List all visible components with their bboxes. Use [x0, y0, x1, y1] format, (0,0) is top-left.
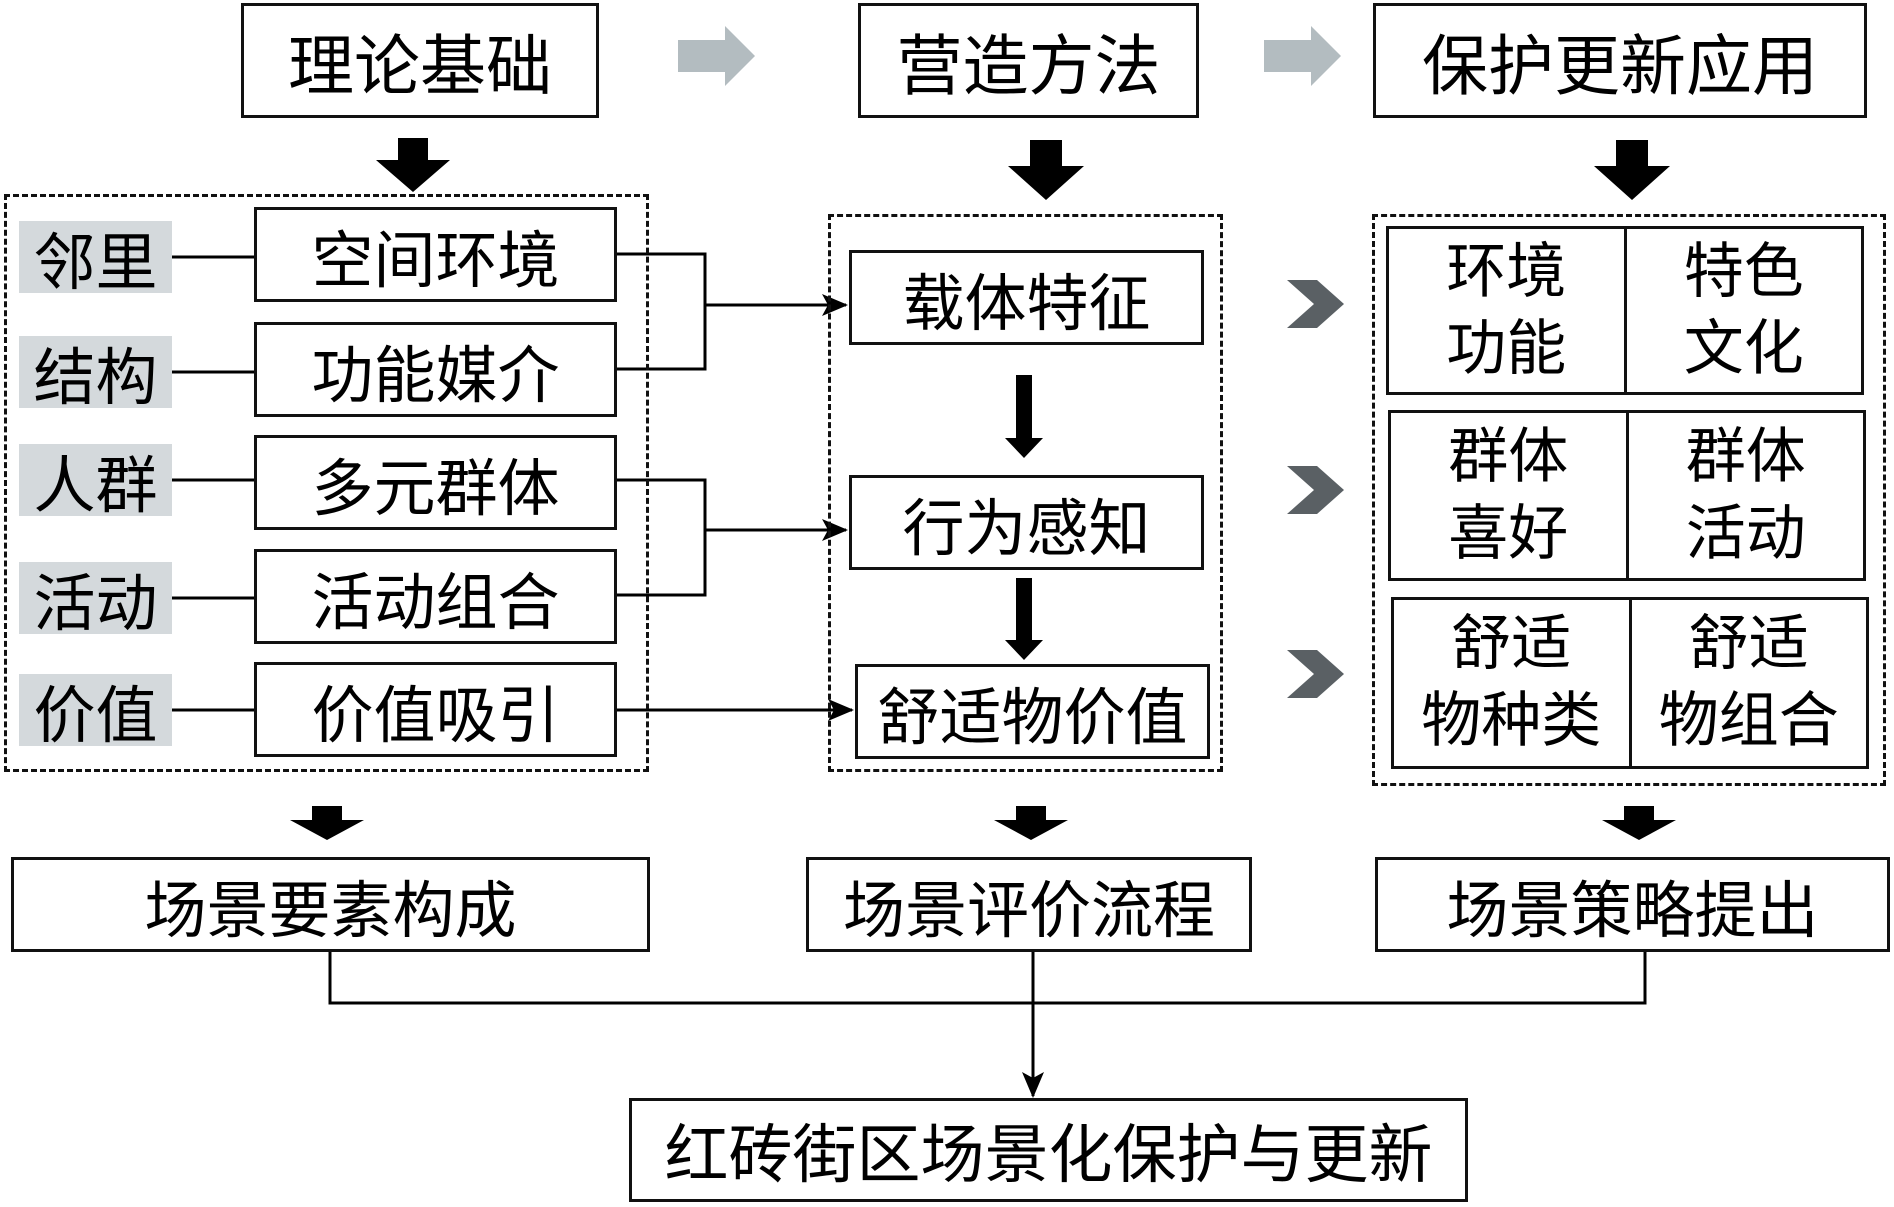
cell-text: 群体 — [1448, 421, 1569, 492]
item-behavior-perception: 行为感知 — [849, 475, 1204, 570]
application-cell-2-left: 群体 喜好 — [1391, 413, 1626, 578]
down-arrow-out-2 — [994, 806, 1068, 840]
application-cell-3-right: 舒适 物组合 — [1628, 600, 1867, 766]
down-arrow-application — [1594, 140, 1670, 200]
output-scene-strategy: 场景策略提出 — [1375, 857, 1890, 952]
tag-neighborhood: 邻里 — [19, 221, 172, 299]
final-result: 红砖街区场景化保护与更新 — [629, 1098, 1468, 1202]
header-method: 营造方法 — [858, 3, 1199, 118]
method-down-arrow-2 — [1005, 578, 1043, 660]
method-group — [828, 214, 1223, 772]
bracket-2 — [617, 478, 707, 597]
item-value-attraction: 价值吸引 — [254, 662, 617, 757]
item-carrier-features: 载体特征 — [849, 250, 1204, 345]
application-cell-3-left: 舒适 物种类 — [1394, 600, 1629, 766]
application-group-3: 舒适 物种类 舒适 物组合 — [1391, 597, 1869, 769]
bracket-1 — [617, 252, 707, 371]
down-arrow-theory — [376, 138, 450, 192]
item-diverse-groups: 多元群体 — [254, 435, 617, 530]
output-scene-evaluation: 场景评价流程 — [806, 857, 1252, 952]
cell-text: 环境 — [1446, 236, 1567, 307]
tag-activity: 活动 — [19, 562, 172, 640]
chevron-3 — [1287, 650, 1344, 698]
chevron-2 — [1287, 466, 1344, 514]
cell-text: 特色 — [1683, 236, 1804, 307]
cell-text: 舒适 — [1451, 609, 1572, 680]
tag-value: 价值 — [19, 674, 172, 752]
header-theory: 理论基础 — [241, 3, 599, 118]
application-cell-2-right: 群体 活动 — [1625, 413, 1864, 578]
application-group — [1372, 214, 1886, 786]
item-activity-combination: 活动组合 — [254, 549, 617, 644]
down-arrow-out-3 — [1602, 806, 1676, 840]
gray-arrow-2 — [1264, 26, 1341, 86]
cell-text: 活动 — [1685, 498, 1806, 569]
cell-text: 文化 — [1683, 313, 1804, 384]
cell-text: 喜好 — [1448, 498, 1569, 569]
header-application: 保护更新应用 — [1373, 3, 1867, 118]
cell-text: 物种类 — [1421, 686, 1602, 756]
down-arrow-out-1 — [290, 806, 364, 840]
application-cell-1-left: 环境 功能 — [1389, 229, 1624, 392]
cell-text: 群体 — [1685, 421, 1806, 492]
cell-text: 舒适 — [1688, 609, 1809, 680]
merge-line — [328, 952, 1647, 1005]
application-group-2: 群体 喜好 群体 活动 — [1388, 410, 1866, 581]
tag-structure: 结构 — [19, 336, 172, 414]
down-arrow-method — [1008, 140, 1084, 200]
cell-text: 物组合 — [1658, 686, 1839, 756]
method-down-arrow-1 — [1005, 375, 1043, 458]
chevron-1 — [1287, 280, 1344, 328]
item-amenity-value: 舒适物价值 — [855, 664, 1210, 759]
item-space-environment: 空间环境 — [254, 207, 617, 302]
theory-group — [4, 194, 649, 772]
cell-text: 功能 — [1446, 313, 1567, 384]
application-group-1: 环境 功能 特色 文化 — [1386, 226, 1864, 395]
application-cell-1-right: 特色 文化 — [1623, 229, 1862, 392]
item-function-medium: 功能媒介 — [254, 322, 617, 417]
output-scene-elements: 场景要素构成 — [11, 857, 650, 952]
gray-arrow-1 — [678, 26, 755, 86]
tag-crowd: 人群 — [19, 444, 172, 522]
